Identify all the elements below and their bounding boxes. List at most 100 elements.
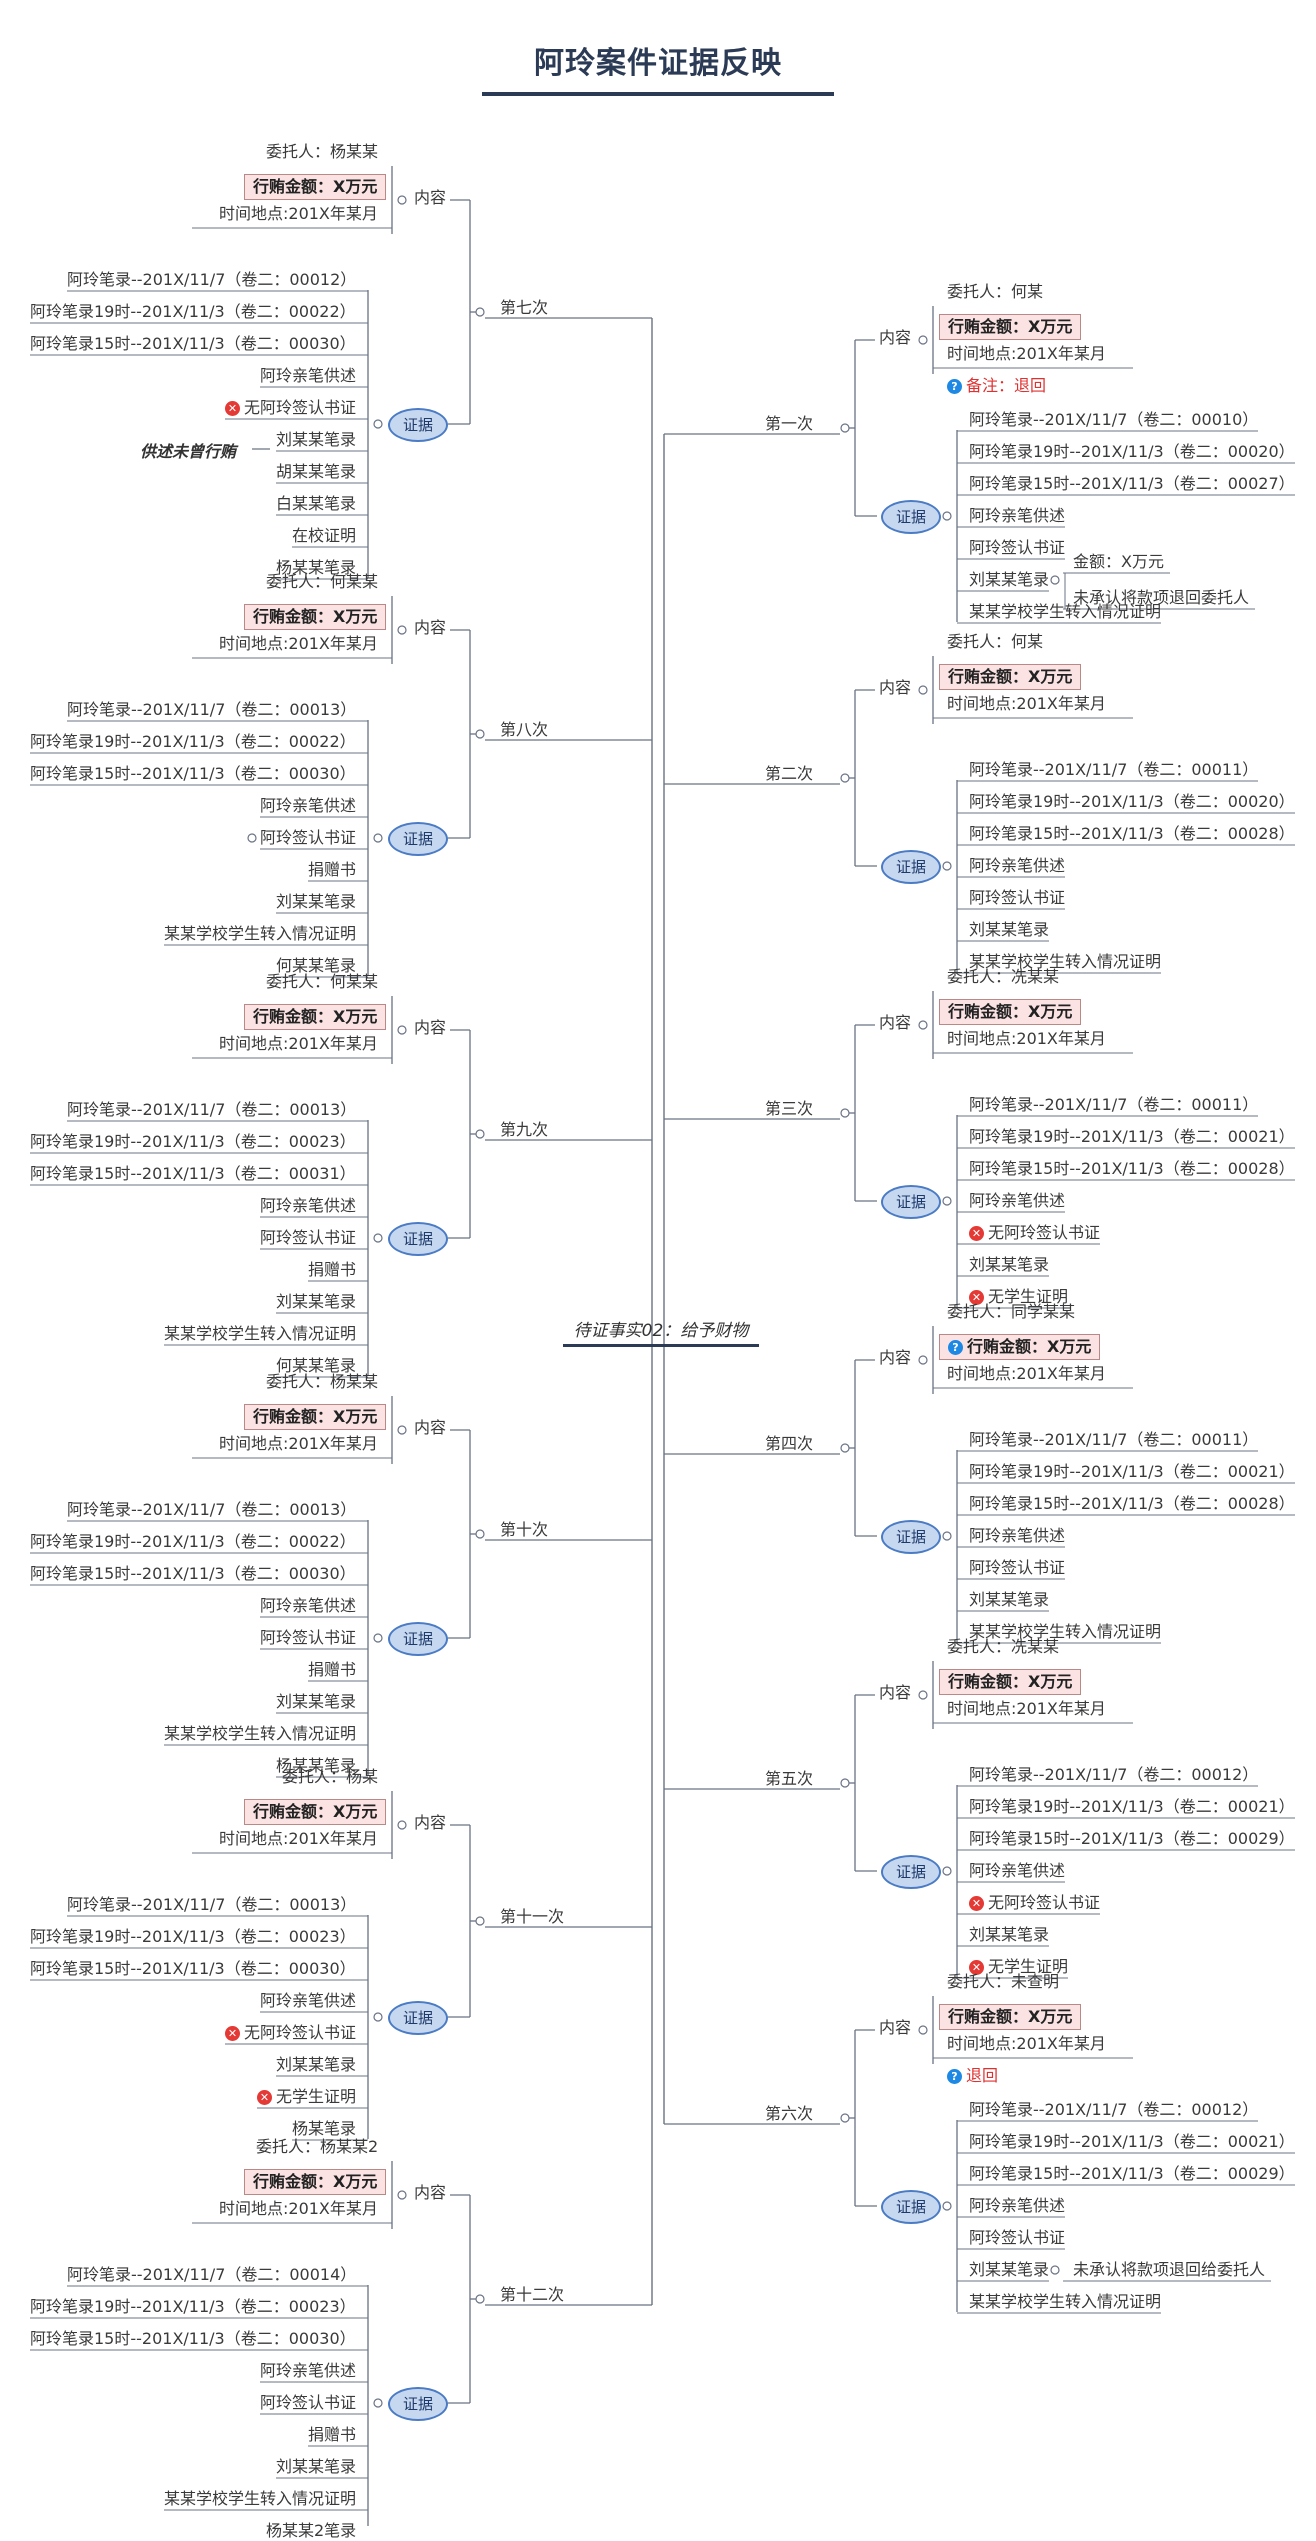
evidence-item[interactable]: 刘某某笔录 — [969, 1255, 1050, 1274]
evidence-item[interactable]: 阿玲亲笔供述 — [260, 2361, 357, 2380]
evidence-item[interactable]: 阿玲笔录15时--201X/11/3（卷二：00029） — [969, 2164, 1295, 2183]
sub-evidence[interactable]: 未承认将款项退回委托人 — [1073, 588, 1250, 607]
evidence-item[interactable]: 某某学校学生转入情况证明 — [164, 2489, 357, 2508]
content-label[interactable]: 内容 — [879, 678, 912, 697]
evidence-item[interactable]: 捐赠书 — [308, 1260, 357, 1279]
evidence-item[interactable]: 阿玲签认书证 — [260, 1628, 357, 1647]
evidence-item[interactable]: 某某学校学生转入情况证明 — [969, 952, 1162, 971]
evidence-item[interactable]: 刘某某笔录 — [276, 1692, 357, 1711]
evidence-item[interactable]: 阿玲签认书证 — [969, 1558, 1066, 1577]
evidence-item[interactable]: 阿玲亲笔供述 — [969, 1861, 1066, 1880]
client-label[interactable]: 委托人：杨某某2 — [256, 2137, 379, 2156]
evidence-item[interactable]: 何某某笔录 — [276, 956, 357, 975]
time-place[interactable]: 时间地点:201X年某月 — [219, 1034, 378, 1053]
evidence-item[interactable]: 阿玲亲笔供述 — [260, 366, 357, 385]
branch-s12[interactable]: 第十二次 — [500, 2285, 565, 2304]
evidence-bubble[interactable]: 证据 — [881, 850, 941, 884]
missing-evidence[interactable]: ✕无学生证明 — [969, 1287, 1068, 1307]
content-label[interactable]: 内容 — [879, 1683, 912, 1702]
branch-s10[interactable]: 第十次 — [500, 1520, 549, 1539]
evidence-item[interactable]: 刘某某笔录 — [969, 1925, 1050, 1944]
evidence-item[interactable]: 阿玲笔录19时--201X/11/3（卷二：00022） — [30, 1532, 356, 1551]
branch-s7[interactable]: 第七次 — [500, 298, 549, 317]
evidence-item[interactable]: 阿玲笔录--201X/11/7（卷二：00014） — [67, 2265, 357, 2284]
evidence-item[interactable]: 刘某某笔录 — [276, 2055, 357, 2074]
branch-s3[interactable]: 第三次 — [765, 1099, 814, 1118]
evidence-item[interactable]: 某某学校学生转入情况证明 — [164, 924, 357, 943]
branch-s4[interactable]: 第四次 — [765, 1434, 814, 1453]
evidence-item[interactable]: 某某学校学生转入情况证明 — [164, 1724, 357, 1743]
branch-s8[interactable]: 第八次 — [500, 720, 549, 739]
branch-s5[interactable]: 第五次 — [765, 1769, 814, 1788]
evidence-bubble[interactable]: 证据 — [881, 2190, 941, 2224]
evidence-item[interactable]: 刘某某笔录 — [276, 892, 357, 911]
evidence-item[interactable]: 阿玲笔录--201X/11/7（卷二：00013） — [67, 1500, 357, 1519]
evidence-bubble[interactable]: 证据 — [388, 2001, 448, 2035]
content-label[interactable]: 内容 — [414, 188, 447, 207]
evidence-item[interactable]: 阿玲笔录19时--201X/11/3（卷二：00023） — [30, 2297, 356, 2316]
branch-s1[interactable]: 第一次 — [765, 414, 814, 433]
evidence-item[interactable]: 捐赠书 — [308, 2425, 357, 2444]
evidence-item[interactable]: 刘某某笔录 — [969, 570, 1050, 589]
evidence-item[interactable]: 杨某某笔录 — [276, 558, 357, 577]
evidence-item[interactable]: 阿玲笔录--201X/11/7（卷二：00012） — [67, 270, 357, 289]
evidence-item[interactable]: 阿玲笔录15时--201X/11/3（卷二：00030） — [30, 2329, 356, 2348]
evidence-item[interactable]: 阿玲签认书证 — [260, 1228, 357, 1247]
time-place[interactable]: 时间地点:201X年某月 — [947, 1029, 1106, 1048]
evidence-item[interactable]: 捐赠书 — [308, 1660, 357, 1679]
evidence-item[interactable]: 阿玲签认书证 — [260, 2393, 357, 2412]
evidence-item[interactable]: 阿玲笔录--201X/11/7（卷二：00011） — [969, 1095, 1259, 1114]
evidence-item[interactable]: 捐赠书 — [308, 860, 357, 879]
amount-tag[interactable]: ?行贿金额：X万元 — [939, 1334, 1101, 1360]
evidence-item[interactable]: 阿玲亲笔供述 — [260, 1196, 357, 1215]
evidence-item[interactable]: 阿玲笔录15时--201X/11/3（卷二：00030） — [30, 764, 356, 783]
evidence-bubble[interactable]: 证据 — [881, 1520, 941, 1554]
amount-tag[interactable]: 行贿金额：X万元 — [244, 1404, 387, 1430]
missing-evidence[interactable]: ✕无阿玲签认书证 — [969, 1893, 1100, 1913]
client-label[interactable]: 委托人：杨某某 — [266, 1372, 379, 1391]
client-label[interactable]: 委托人：杨某某 — [266, 142, 379, 161]
evidence-bubble[interactable]: 证据 — [388, 1222, 448, 1256]
sub-evidence[interactable]: 金额：X万元 — [1073, 552, 1164, 571]
missing-evidence[interactable]: ✕无学生证明 — [969, 1957, 1068, 1977]
client-label[interactable]: 委托人：同学某某 — [947, 1302, 1076, 1321]
sub-evidence[interactable]: 未承认将款项退回给委托人 — [1073, 2260, 1266, 2279]
evidence-item[interactable]: 某某学校学生转入情况证明 — [969, 1622, 1162, 1641]
amount-tag[interactable]: 行贿金额：X万元 — [244, 1799, 387, 1825]
note-label[interactable]: ?备注：退回 — [947, 376, 1046, 396]
evidence-item[interactable]: 阿玲笔录19时--201X/11/3（卷二：00020） — [969, 442, 1295, 461]
time-place[interactable]: 时间地点:201X年某月 — [947, 344, 1106, 363]
evidence-bubble[interactable]: 证据 — [388, 1622, 448, 1656]
branch-s2[interactable]: 第二次 — [765, 764, 814, 783]
evidence-item[interactable]: 杨某某2笔录 — [266, 2521, 357, 2540]
amount-tag[interactable]: 行贿金额：X万元 — [244, 2169, 387, 2195]
evidence-item[interactable]: 阿玲笔录--201X/11/7（卷二：00011） — [969, 1430, 1259, 1449]
evidence-bubble[interactable]: 证据 — [388, 408, 448, 442]
evidence-item[interactable]: 阿玲笔录--201X/11/7（卷二：00013） — [67, 1895, 357, 1914]
evidence-item[interactable]: 阿玲签认书证 — [969, 888, 1066, 907]
evidence-item[interactable]: 阿玲笔录15时--201X/11/3（卷二：00030） — [30, 1959, 356, 1978]
evidence-item[interactable]: 刘某某笔录 — [276, 1292, 357, 1311]
client-label[interactable]: 委托人：未查明 — [947, 1972, 1060, 1991]
evidence-item[interactable]: 阿玲亲笔供述 — [969, 1191, 1066, 1210]
evidence-item[interactable]: 阿玲笔录--201X/11/7（卷二：00010） — [969, 410, 1259, 429]
time-place[interactable]: 时间地点:201X年某月 — [219, 634, 378, 653]
evidence-item[interactable]: 阿玲笔录15时--201X/11/3（卷二：00031） — [30, 1164, 356, 1183]
evidence-item[interactable]: 阿玲亲笔供述 — [969, 506, 1066, 525]
content-label[interactable]: 内容 — [414, 1018, 447, 1037]
evidence-item[interactable]: 阿玲笔录15时--201X/11/3（卷二：00028） — [969, 824, 1295, 843]
time-place[interactable]: 时间地点:201X年某月 — [219, 2199, 378, 2218]
content-label[interactable]: 内容 — [879, 328, 912, 347]
evidence-item[interactable]: 杨某某笔录 — [276, 1756, 357, 1775]
evidence-item[interactable]: 刘某某笔录 — [969, 2260, 1050, 2279]
evidence-item[interactable]: 阿玲笔录--201X/11/7（卷二：00012） — [969, 1765, 1259, 1784]
amount-tag[interactable]: 行贿金额：X万元 — [939, 664, 1082, 690]
content-label[interactable]: 内容 — [414, 2183, 447, 2202]
evidence-item[interactable]: 阿玲笔录15时--201X/11/3（卷二：00027） — [969, 474, 1295, 493]
evidence-item[interactable]: 阿玲笔录15时--201X/11/3（卷二：00030） — [30, 334, 356, 353]
evidence-bubble[interactable]: 证据 — [388, 822, 448, 856]
amount-tag[interactable]: 行贿金额：X万元 — [939, 314, 1082, 340]
evidence-item[interactable]: 某某学校学生转入情况证明 — [969, 2292, 1162, 2311]
branch-s6[interactable]: 第六次 — [765, 2104, 814, 2123]
evidence-item[interactable]: 阿玲签认书证 — [260, 828, 357, 847]
